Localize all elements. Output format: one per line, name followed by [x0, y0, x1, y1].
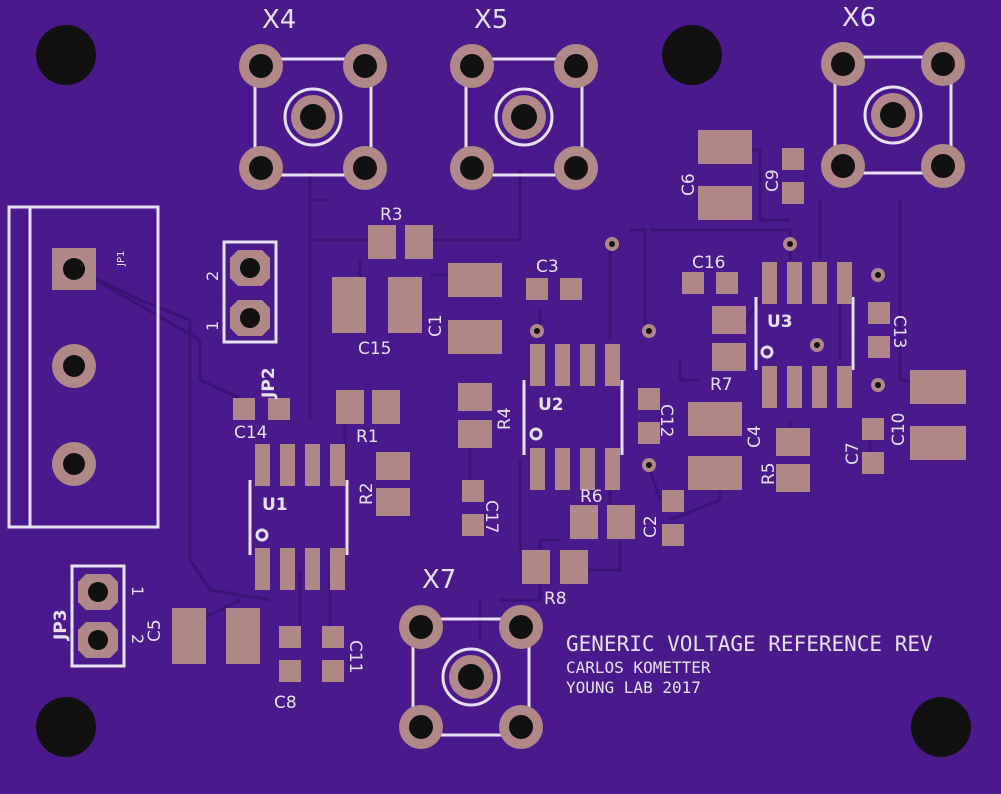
- label-c4: C4: [745, 425, 765, 448]
- label-c10: C10: [889, 412, 909, 446]
- label-c12: C12: [656, 404, 676, 438]
- label-c6: C6: [679, 173, 699, 196]
- mounting-holes: [36, 25, 971, 757]
- label-r7: R7: [710, 375, 733, 395]
- label-r2: R2: [357, 482, 377, 505]
- label-x5: X5: [474, 5, 508, 35]
- label-jp3: JP3: [51, 609, 71, 641]
- label-r3: R3: [380, 205, 403, 225]
- label-c2: C2: [641, 515, 661, 538]
- label-jp2: JP2: [259, 367, 279, 399]
- board-author: CARLOS KOMETTER: [566, 658, 711, 677]
- label-x7: X7: [422, 565, 456, 595]
- ic-u1: [248, 444, 349, 590]
- board-title: GENERIC VOLTAGE REFERENCE REV: [566, 632, 933, 656]
- label-jp3-pin2: 2: [128, 634, 147, 644]
- board-lab: YOUNG LAB 2017: [566, 678, 701, 697]
- label-x4: X4: [262, 5, 296, 35]
- mounting-hole: [911, 697, 971, 757]
- mounting-hole: [36, 25, 96, 85]
- header-jp1: [7, 205, 160, 529]
- label-c1: C1: [426, 314, 446, 337]
- label-u2: U2: [538, 395, 564, 415]
- mounting-hole: [36, 697, 96, 757]
- label-r4: R4: [495, 407, 515, 430]
- ic-u3: [754, 262, 855, 408]
- label-c3: C3: [536, 257, 559, 277]
- label-r5: R5: [759, 462, 779, 485]
- connector-x4: [239, 44, 387, 190]
- connector-x5: [450, 44, 598, 190]
- label-c17: C17: [481, 500, 501, 534]
- label-c8: C8: [274, 693, 297, 713]
- label-r6: R6: [580, 487, 603, 507]
- label-c16: C16: [692, 253, 726, 273]
- label-c11: C11: [345, 640, 365, 674]
- header-jp3: [70, 564, 126, 668]
- connector-x7: [399, 605, 543, 749]
- label-u1: U1: [262, 495, 288, 515]
- label-r1: R1: [356, 427, 379, 447]
- label-jp2-pin2: 2: [203, 271, 222, 281]
- smd-pads: [172, 130, 966, 682]
- label-u3: U3: [767, 312, 793, 332]
- label-c5: C5: [145, 619, 165, 642]
- label-jp2-pin1: 1: [203, 321, 222, 331]
- label-c7: C7: [843, 442, 863, 465]
- label-jp1: JP1: [116, 251, 127, 267]
- mounting-hole: [662, 25, 722, 85]
- copper-traces: [74, 148, 936, 640]
- header-jp2: [222, 240, 278, 344]
- label-c9: C9: [763, 169, 783, 192]
- label-c14: C14: [234, 423, 268, 443]
- connector-x6: [821, 42, 965, 188]
- ic-u2: [522, 344, 624, 490]
- label-r8: R8: [544, 589, 567, 609]
- label-c13: C13: [889, 315, 909, 349]
- label-jp3-pin1: 1: [128, 586, 147, 596]
- label-c15: C15: [358, 339, 392, 359]
- label-x6: X6: [842, 3, 876, 33]
- vias: [530, 237, 885, 472]
